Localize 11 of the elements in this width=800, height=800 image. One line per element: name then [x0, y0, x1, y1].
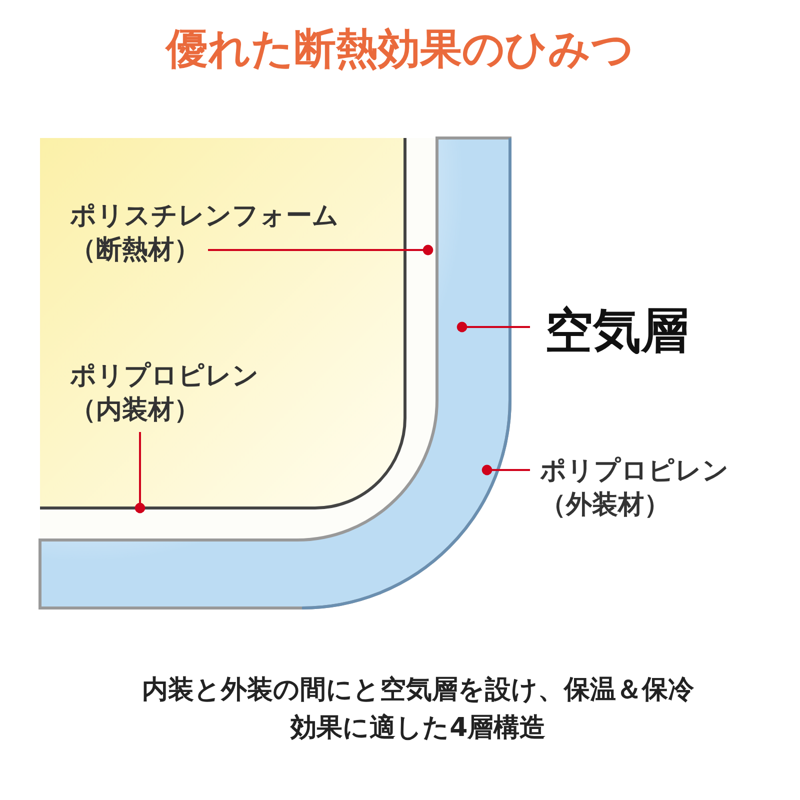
part-label: ポリプロピレン（外装材） — [540, 455, 732, 523]
title: 優れた断熱効果のひみつ — [164, 23, 635, 75]
leader-line — [482, 464, 530, 476]
part-label: 空気層 — [545, 300, 737, 362]
part-label: ポリスチレンフォーム（断熱材） — [70, 200, 348, 268]
leader-line — [456, 322, 530, 332]
leader-line — [134, 432, 146, 514]
air-layer-band — [38, 136, 512, 610]
part-label: ポリプロピレン（内装材） — [70, 360, 262, 428]
leader-line — [208, 244, 434, 256]
caption: 内装と外装の間にと空気層を設け、保温＆保冷効果に適した4層構造 — [141, 674, 696, 745]
